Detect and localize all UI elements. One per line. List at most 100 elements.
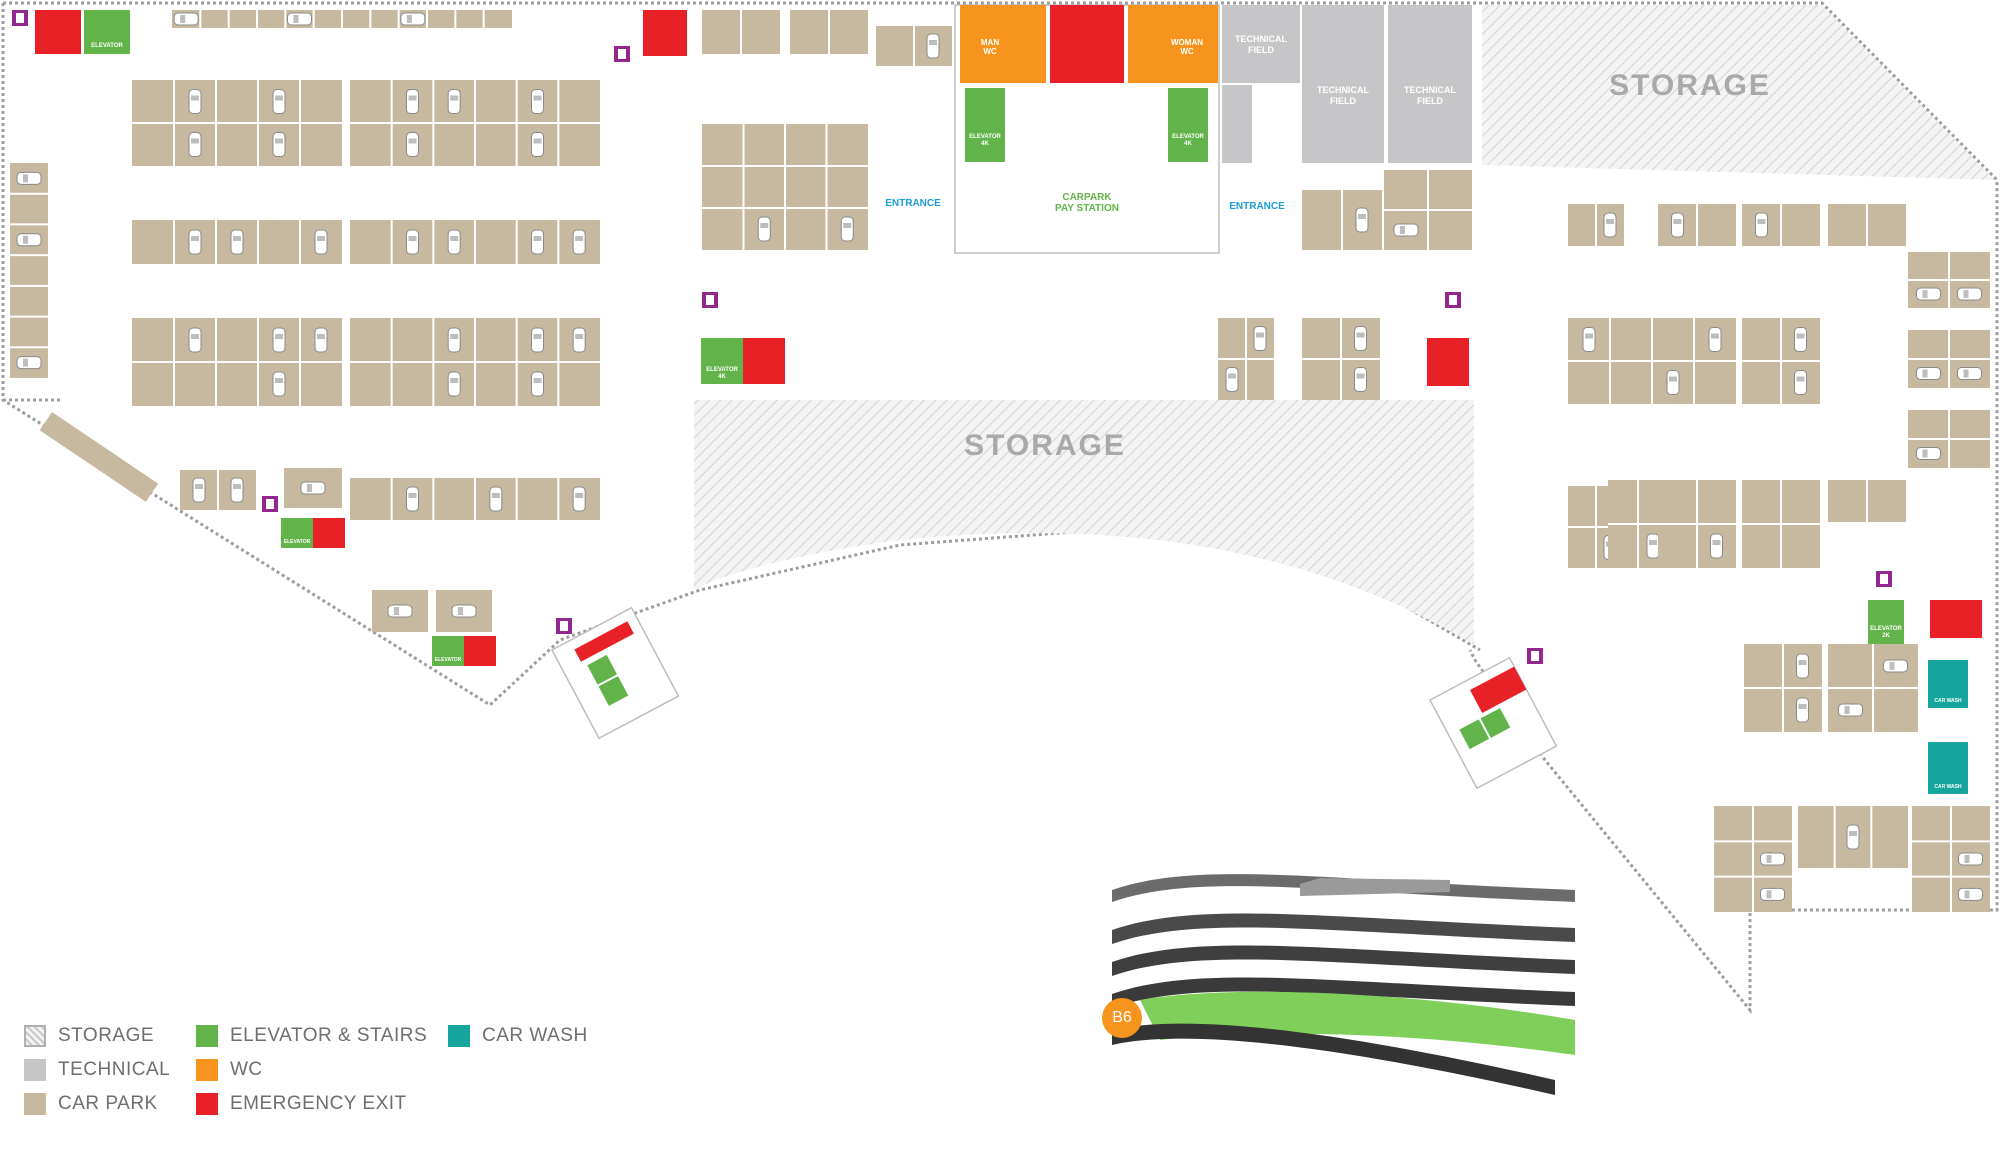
svg-text:MAN: MAN [981, 38, 999, 47]
legend-item-car-park: CAR PARK [24, 1092, 158, 1116]
parked-car [230, 229, 244, 255]
parked-car [192, 477, 206, 503]
parked-car [572, 327, 586, 353]
parked-car [406, 486, 419, 512]
parked-car [188, 327, 202, 353]
elevator-1 [84, 10, 130, 54]
parked-car [16, 171, 42, 185]
emergency-exit-swatch-icon [196, 1093, 218, 1115]
exit-marker-icon [1527, 648, 1543, 664]
svg-text:WC: WC [983, 47, 997, 56]
man-wc [960, 5, 1046, 83]
parked-car [400, 12, 426, 26]
elevators-and-exits: ELEVATOR ELEVATOR 4K ELEVATOR ELEVATOR E… [35, 10, 1982, 794]
svg-text:ELEVATOR: ELEVATOR [706, 367, 738, 373]
emergency-exit-7 [1930, 600, 1982, 638]
elevator-4 [432, 636, 464, 666]
parked-car [1838, 703, 1863, 717]
svg-text:PAY STATION: PAY STATION [1055, 203, 1119, 214]
parked-car [300, 481, 326, 495]
parked-car [1957, 287, 1982, 301]
svg-text:TECHNICAL: TECHNICAL [1235, 34, 1287, 44]
parked-car [1253, 326, 1267, 351]
parked-car [1958, 852, 1983, 866]
parked-car [447, 327, 461, 353]
lobby-facilities: MAN WC WOMAN WC ELEVATOR 4K ELEVATOR 4K [960, 5, 1218, 162]
svg-text:ELEVATOR: ELEVATOR [435, 657, 462, 663]
parked-car [188, 132, 202, 157]
parked-car [188, 229, 202, 255]
parked-car [1796, 697, 1809, 723]
storage-label-top: STORAGE [1609, 69, 1771, 102]
parked-car [447, 89, 461, 114]
exit-marker-icon [614, 46, 630, 62]
emergency-exit-5 [313, 518, 345, 548]
svg-text:FIELD: FIELD [1330, 96, 1356, 106]
parked-car [230, 477, 244, 503]
parked-car [1957, 367, 1982, 380]
parked-car [531, 229, 544, 255]
parked-car [1354, 367, 1367, 392]
parked-car [173, 12, 199, 26]
parked-car [1760, 852, 1785, 866]
parked-car [188, 89, 202, 114]
parked-car [1708, 327, 1722, 352]
car-wash-swatch-icon [448, 1025, 470, 1047]
exit-marker-icon [1876, 571, 1892, 587]
svg-text:ELEVATOR: ELEVATOR [91, 43, 123, 49]
parked-car [1603, 212, 1617, 238]
emergency-exit-6 [464, 636, 496, 666]
entrance-right-label: ENTRANCE [1229, 201, 1285, 212]
parked-car [926, 33, 940, 59]
elevator-2 [701, 338, 743, 384]
exit-marker-icon [702, 292, 718, 308]
exit-markers [12, 10, 1892, 664]
exit-marker-icon [556, 618, 572, 634]
parked-car [16, 356, 42, 370]
parked-car [314, 229, 328, 255]
legend-item-emergency-exit: EMERGENCY EXIT [196, 1092, 407, 1116]
parked-car [1646, 533, 1660, 559]
parked-car [531, 132, 544, 157]
parked-car [272, 327, 286, 353]
parked-car [406, 132, 419, 157]
svg-text:4K: 4K [981, 141, 989, 147]
parked-car [314, 327, 328, 353]
svg-text:FIELD: FIELD [1248, 45, 1274, 55]
parked-car [1794, 327, 1807, 352]
svg-text:CAR WASH: CAR WASH [1934, 698, 1962, 704]
entrance-left-label: ENTRANCE [885, 198, 941, 209]
car-park-bays [10, 10, 1990, 912]
parked-car [272, 132, 286, 157]
exit-marker-icon [12, 10, 28, 26]
storage-swatch-icon [24, 1025, 46, 1047]
parked-car [1755, 212, 1768, 238]
elevator-stairs-swatch-icon [196, 1025, 218, 1047]
parked-car [1916, 367, 1941, 380]
parked-car [387, 604, 413, 618]
svg-text:CAR WASH: CAR WASH [1934, 784, 1962, 790]
storage-center [694, 400, 1474, 645]
svg-text:WC: WC [1180, 47, 1194, 56]
legend-item-storage: STORAGE [24, 1024, 154, 1048]
svg-text:TECHNICAL: TECHNICAL [1404, 85, 1456, 95]
elevator-lobby-left [965, 88, 1005, 162]
storage-top-right [1482, 5, 1995, 180]
parking-bay-block [10, 163, 48, 378]
svg-text:TECHNICAL: TECHNICAL [1317, 85, 1369, 95]
parked-car [451, 604, 477, 618]
level-stack-illustration [1112, 874, 1575, 1095]
svg-text:ELEVATOR: ELEVATOR [969, 134, 1001, 140]
parked-car [287, 12, 312, 26]
svg-text:ELEVATOR: ELEVATOR [284, 539, 311, 545]
emergency-exit-lobby [1050, 5, 1124, 83]
parked-car [1883, 659, 1908, 673]
car-park-swatch-icon [24, 1093, 46, 1115]
parked-car [489, 486, 503, 512]
car-wash-1 [1928, 660, 1968, 708]
map-legend: STORAGE TECHNICAL CAR PARK ELEVATOR & ST… [24, 1024, 644, 1134]
svg-text:WOMAN: WOMAN [1171, 38, 1203, 47]
svg-text:ELEVATOR: ELEVATOR [1172, 134, 1204, 140]
car-wash-2 [1928, 742, 1968, 794]
